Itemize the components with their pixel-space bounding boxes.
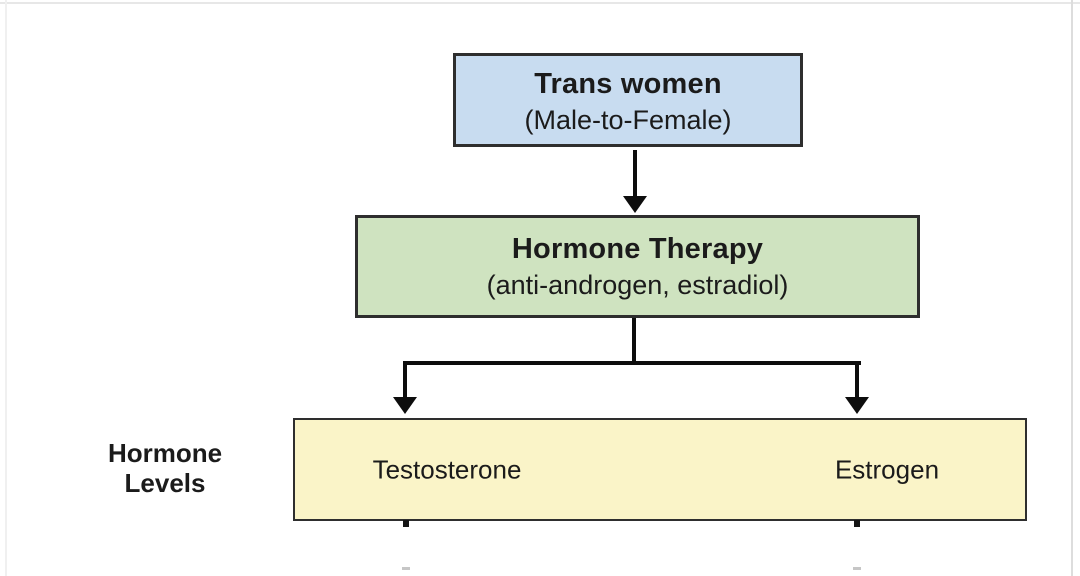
node-trans-women-subtitle: (Male-to-Female) (524, 105, 732, 135)
connector-line (403, 361, 861, 365)
node-trans-women: Trans women (Male-to-Female) (453, 53, 803, 147)
arrow-down-icon (393, 397, 417, 414)
connector-line (632, 318, 636, 365)
arrow-down-icon (623, 196, 647, 213)
side-label-line1: Hormone (107, 438, 223, 468)
image-edge-top (0, 2, 1080, 4)
node-hormone-therapy: Hormone Therapy (anti-androgen, estradio… (355, 215, 920, 318)
connector-line (855, 361, 859, 399)
hormone-levels-side-label: Hormone Levels (85, 438, 245, 498)
side-label-line2: Levels (124, 468, 206, 498)
node-hormone-therapy-subtitle: (anti-androgen, estradiol) (486, 270, 789, 300)
arrow-down-icon (845, 397, 869, 414)
label-testosterone: Testosterone (372, 454, 522, 484)
connector-line (403, 361, 407, 399)
label-estrogen: Estrogen (834, 454, 940, 484)
image-edge-left (5, 0, 7, 576)
cropped-line-stub (403, 520, 409, 527)
node-trans-women-title: Trans women (534, 68, 722, 100)
cropped-line-mark (402, 567, 410, 570)
node-hormone-levels-bar: Testosterone Estrogen (293, 418, 1027, 521)
connector-line (633, 150, 637, 198)
node-hormone-therapy-title: Hormone Therapy (511, 233, 764, 265)
image-edge-right (1071, 0, 1073, 576)
cropped-line-stub (854, 520, 860, 527)
cropped-line-mark (853, 567, 861, 570)
